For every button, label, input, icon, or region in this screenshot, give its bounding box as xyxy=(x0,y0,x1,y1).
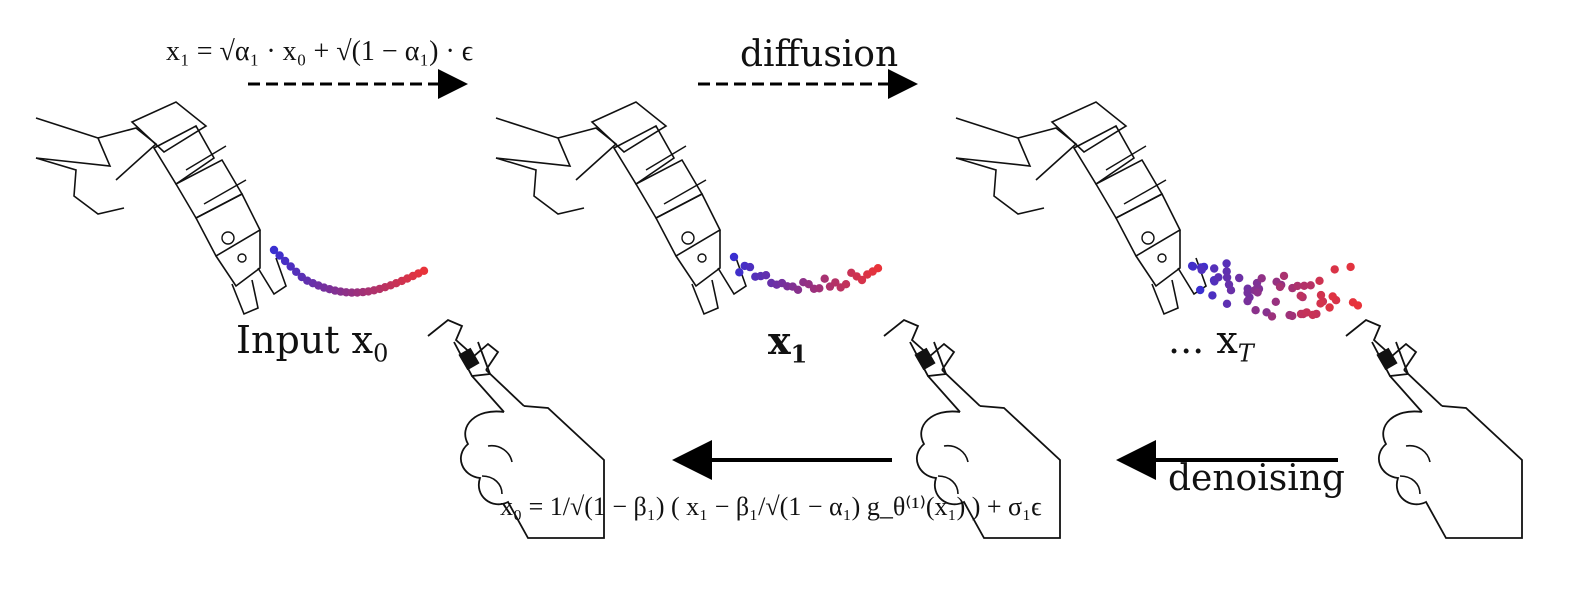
trajectory-point xyxy=(1316,299,1325,308)
trajectory-point xyxy=(729,252,739,262)
reverse-equation: x₀ = 1/√(1 − β₁) ( x₁ − β₁/√(1 − α₁) g_θ… xyxy=(500,492,1042,521)
trajectory-point xyxy=(1222,299,1232,308)
trajectory-x0 xyxy=(269,245,429,297)
trajectory-point xyxy=(1275,282,1285,292)
trajectory-point xyxy=(1226,286,1236,295)
trajectory-point xyxy=(735,268,744,277)
trajectory-point xyxy=(1196,285,1205,295)
trajectory-point xyxy=(1243,288,1252,297)
xT-label-text: ... x xyxy=(1168,318,1238,362)
trajectory-point xyxy=(815,284,824,293)
trajectory-point xyxy=(1251,306,1260,315)
trajectory-point xyxy=(1243,296,1252,306)
denoising-label: denoising xyxy=(1168,458,1345,499)
trajectory-point xyxy=(1214,273,1223,282)
trajectory-point xyxy=(1346,262,1355,272)
trajectory-point xyxy=(1315,276,1324,285)
trajectory-point xyxy=(1288,311,1297,321)
trajectory-point xyxy=(1210,264,1219,273)
robot-arm-icon xyxy=(955,101,1207,315)
xT-label: ... xT xyxy=(1168,318,1254,368)
input-label-text: Input x xyxy=(236,318,374,362)
trajectory-point xyxy=(1235,273,1244,283)
trajectory-point xyxy=(1293,281,1302,291)
x1-label: x1 xyxy=(768,318,807,369)
trajectory-point xyxy=(745,262,755,272)
trajectory-point xyxy=(1316,290,1326,300)
trajectory-point xyxy=(1271,297,1281,306)
input-x0-label: Input x0 xyxy=(236,318,388,368)
trajectory-point xyxy=(292,267,301,276)
trajectory-point xyxy=(1257,274,1266,283)
xT-label-sub: T xyxy=(1237,339,1254,368)
trajectory-point xyxy=(761,271,771,280)
robot-arm-icon xyxy=(35,101,287,315)
trajectory-point xyxy=(1267,312,1277,321)
robot-arm-icon xyxy=(495,101,747,315)
forward-equation: x₁ = √α₁ · x₀ + √(1 − α₁) · ϵ xyxy=(166,36,474,67)
trajectory-point xyxy=(1308,310,1317,320)
trajectory-point xyxy=(841,280,851,289)
trajectory-point xyxy=(286,262,295,271)
trajectory-point xyxy=(1325,303,1334,312)
trajectory-point xyxy=(1222,273,1232,282)
trajectory-point xyxy=(831,278,840,287)
trajectory-point xyxy=(1306,281,1315,290)
trajectory-point xyxy=(1197,265,1206,275)
trajectory-point xyxy=(419,266,429,275)
trajectory-point xyxy=(1253,288,1262,297)
input-label-sub: 0 xyxy=(373,339,389,368)
x1-label-sub: 1 xyxy=(790,339,808,369)
trajectory-point xyxy=(269,245,279,255)
trajectory-xT xyxy=(1187,259,1363,321)
trajectory-point xyxy=(280,256,290,266)
trajectory-point xyxy=(275,251,284,260)
trajectory-point xyxy=(1300,281,1309,290)
trajectory-point xyxy=(1279,271,1289,281)
diffusion-label: diffusion xyxy=(740,34,899,75)
trajectory-point xyxy=(793,285,803,294)
trajectory-point xyxy=(1328,292,1337,301)
trajectory-x1 xyxy=(729,252,883,294)
x1-label-text: x xyxy=(768,318,791,363)
trajectory-point xyxy=(1222,267,1231,276)
trajectory-point xyxy=(873,264,883,273)
trajectory-point xyxy=(1188,262,1198,271)
hand-with-wrench-icon xyxy=(1345,319,1523,539)
trajectory-point xyxy=(820,274,829,283)
trajectory-point xyxy=(857,275,867,285)
trajectory-point xyxy=(1222,259,1231,268)
trajectory-point xyxy=(1330,265,1339,274)
trajectory-point xyxy=(1353,301,1363,310)
trajectory-point xyxy=(1208,291,1217,300)
trajectory-point xyxy=(1296,291,1305,300)
